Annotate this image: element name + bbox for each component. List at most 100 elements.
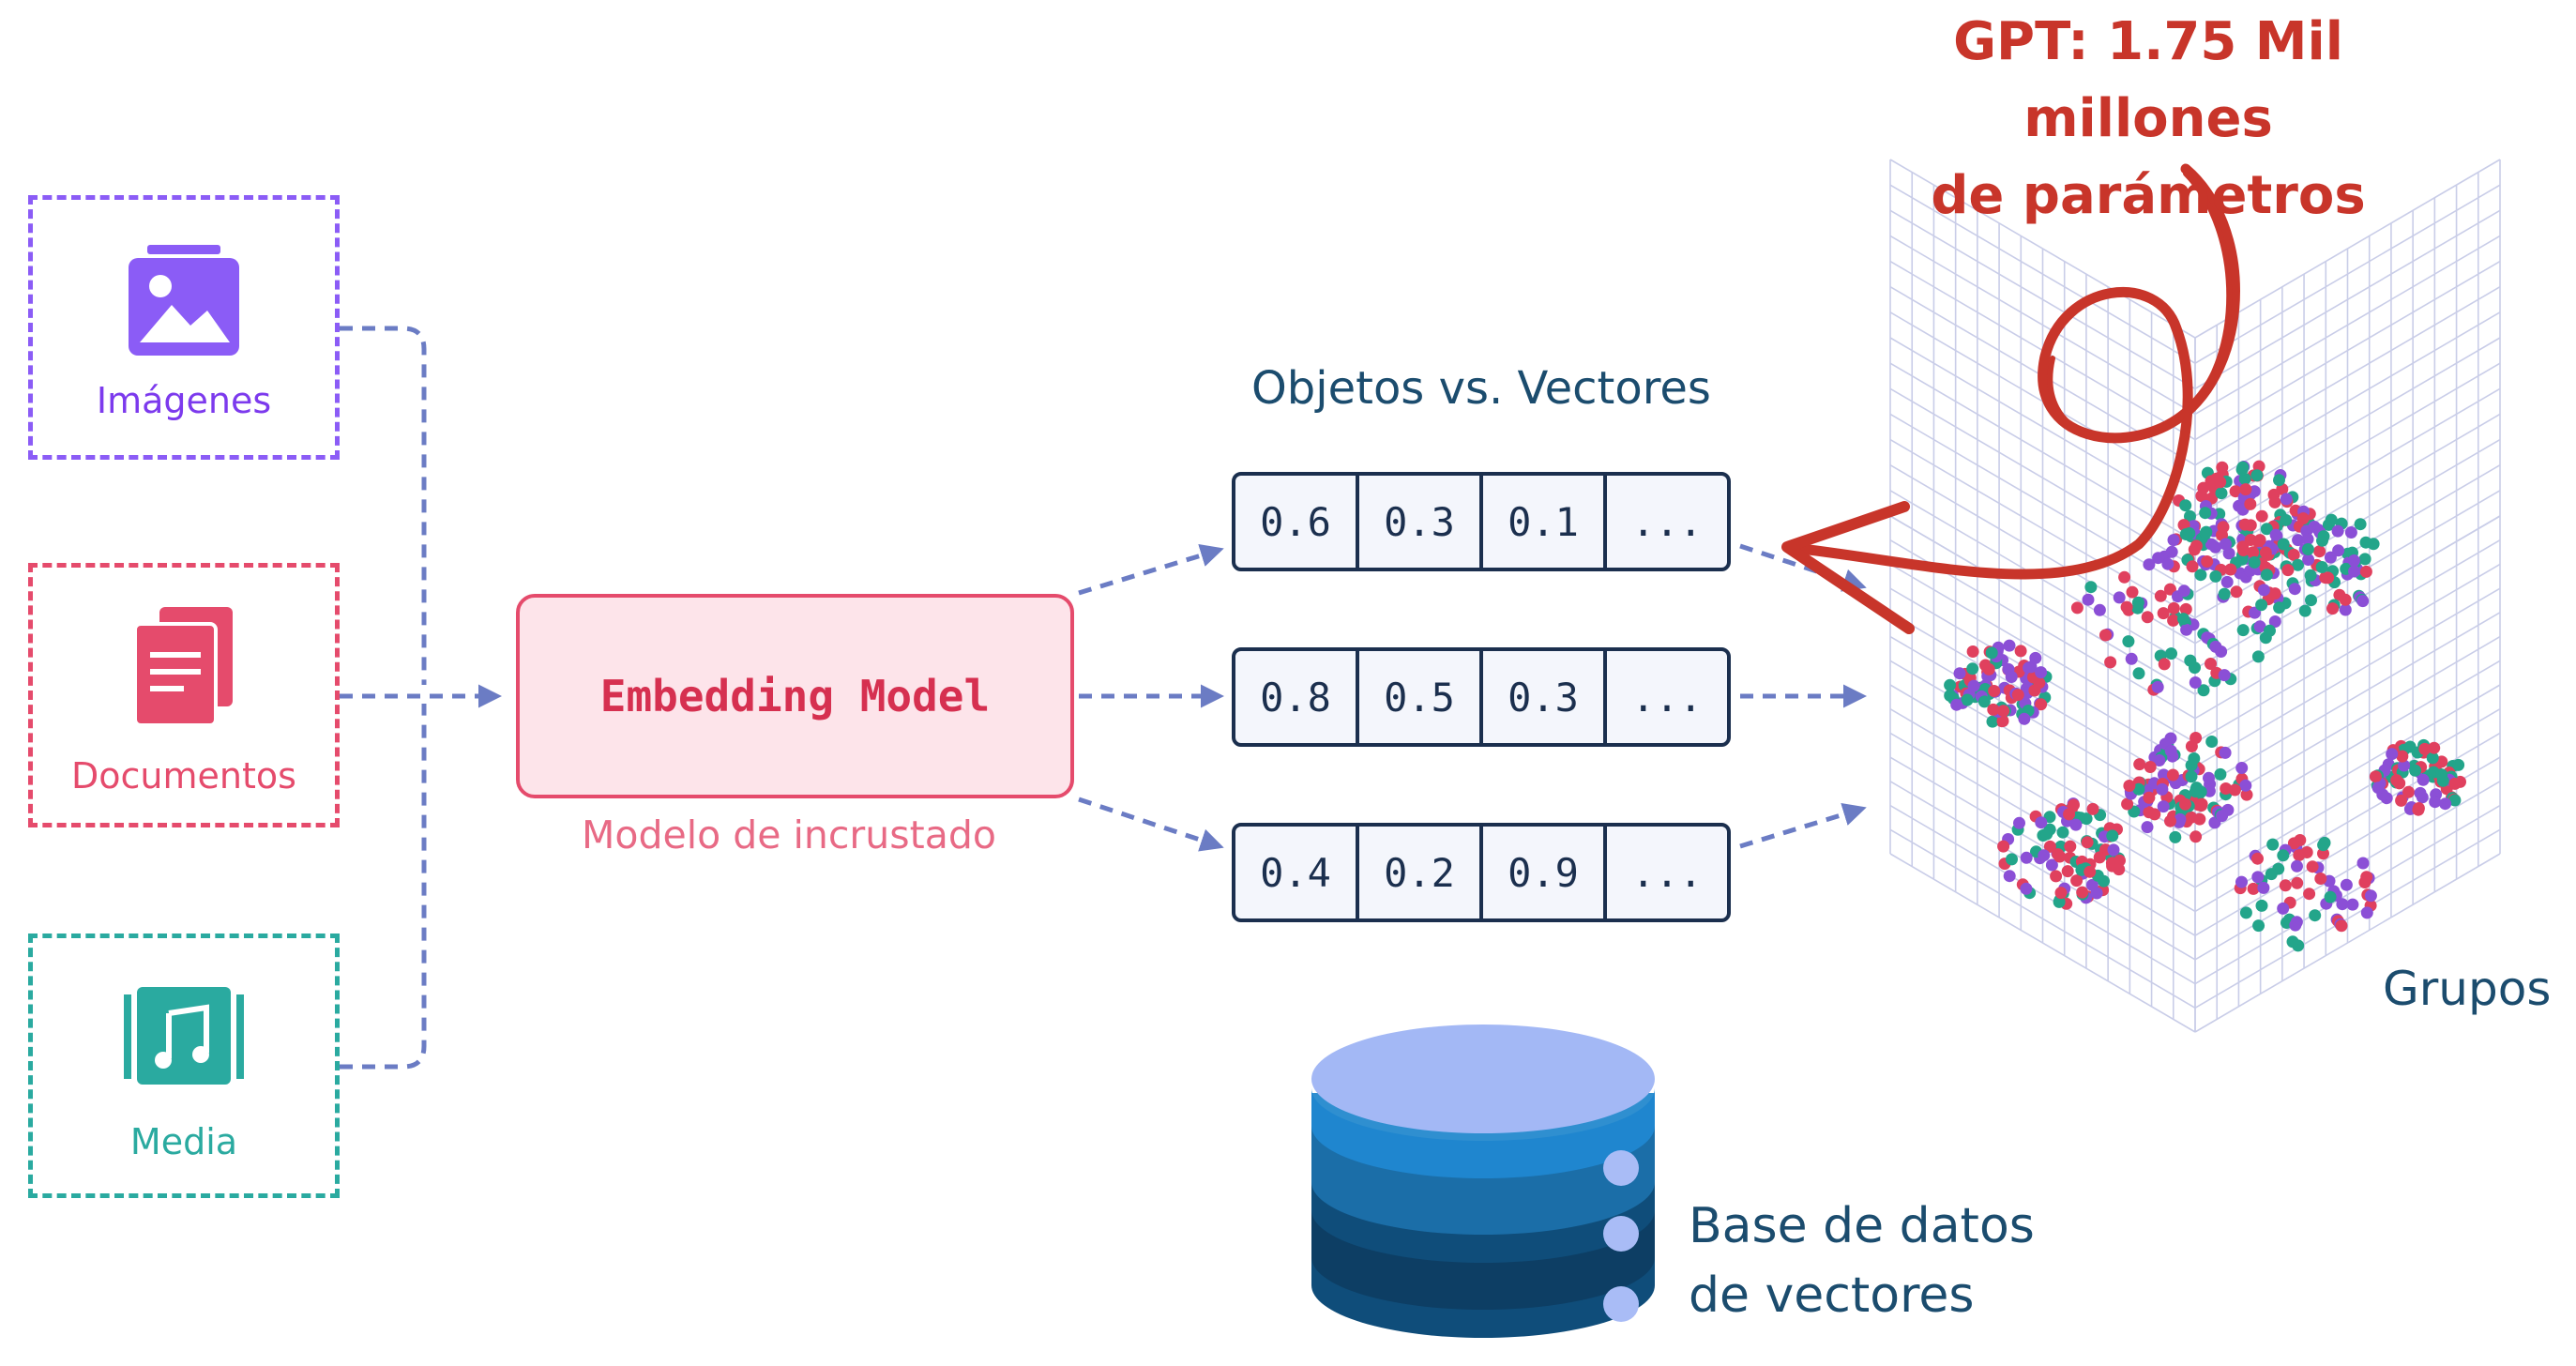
cluster-point bbox=[2214, 767, 2227, 781]
cluster-point bbox=[1985, 646, 1998, 660]
source-documents-box[interactable]: Documentos bbox=[28, 563, 340, 827]
cluster-point bbox=[2126, 585, 2139, 599]
cluster-point bbox=[2247, 882, 2260, 895]
cluster-point bbox=[2228, 783, 2241, 797]
clusters-label: Grupos bbox=[2383, 962, 2552, 1016]
cluster-point bbox=[2098, 874, 2110, 888]
cluster-point bbox=[2277, 538, 2290, 551]
cluster-point bbox=[2179, 602, 2192, 615]
grid-line bbox=[2194, 708, 2501, 888]
cluster-point bbox=[2056, 826, 2069, 839]
cluster-point bbox=[2402, 785, 2415, 798]
cluster-point bbox=[2257, 584, 2270, 597]
vector-row[interactable]: 0.4 0.2 0.9 ... bbox=[1232, 823, 1731, 922]
cluster-point bbox=[2179, 528, 2192, 540]
cluster-point bbox=[2220, 782, 2233, 795]
cluster-point bbox=[2158, 658, 2171, 671]
vector-to-cluster-arrows bbox=[1739, 543, 1867, 849]
cluster-point bbox=[2251, 871, 2265, 884]
cluster-point bbox=[2050, 870, 2063, 883]
database-label: Base de datos de vectores bbox=[1689, 1191, 2035, 1330]
grid-line bbox=[1889, 781, 2196, 961]
cluster-point bbox=[2279, 879, 2292, 892]
grid-line bbox=[2194, 286, 2501, 466]
cluster-point bbox=[2250, 469, 2264, 482]
cluster-point bbox=[2248, 555, 2261, 569]
cluster-point bbox=[2286, 935, 2299, 949]
cluster-point bbox=[2082, 593, 2095, 606]
grid-line bbox=[2194, 804, 2501, 985]
cluster-point bbox=[2288, 583, 2301, 596]
vector-row[interactable]: 0.6 0.3 0.1 ... bbox=[1232, 472, 1731, 571]
cluster-point bbox=[2189, 676, 2202, 689]
cluster-point bbox=[2298, 604, 2311, 617]
cluster-point bbox=[2158, 768, 2170, 782]
cluster-point bbox=[2070, 601, 2084, 615]
cluster-point bbox=[2070, 874, 2084, 888]
vector-cell: 0.2 bbox=[1359, 827, 1483, 918]
cluster-point bbox=[1988, 685, 2001, 697]
cluster-point bbox=[2396, 750, 2409, 763]
cluster-point bbox=[2104, 656, 2117, 669]
cluster-point bbox=[2287, 548, 2300, 561]
cluster-point bbox=[2260, 523, 2273, 536]
grid-line bbox=[1889, 708, 2196, 888]
cluster-point bbox=[2216, 461, 2229, 474]
cluster-point bbox=[2265, 868, 2278, 881]
source-media-box[interactable]: Media bbox=[28, 933, 340, 1198]
cluster-point bbox=[2163, 583, 2176, 596]
vector-cell: 0.9 bbox=[1483, 827, 1607, 918]
source-images-box[interactable]: Imágenes bbox=[28, 195, 340, 460]
cluster-point bbox=[2020, 851, 2033, 864]
cluster-point bbox=[2219, 746, 2232, 759]
gpt-annotation: GPT: 1.75 Mil millones de parámetros bbox=[1820, 4, 2477, 235]
cluster-point bbox=[2193, 812, 2206, 826]
connector-images bbox=[340, 326, 427, 685]
cluster-point bbox=[2040, 827, 2053, 841]
cluster-point bbox=[2305, 594, 2317, 607]
cluster-point bbox=[2448, 794, 2462, 807]
cluster-point bbox=[2239, 779, 2252, 792]
cluster-point bbox=[2268, 495, 2281, 508]
cluster-point bbox=[2335, 919, 2348, 933]
cluster-point bbox=[2259, 546, 2272, 559]
cluster-point bbox=[2184, 509, 2196, 523]
vector-cell: ... bbox=[1631, 674, 1703, 721]
cluster-point bbox=[2122, 635, 2135, 648]
cluster-point bbox=[2386, 748, 2399, 761]
grid-line bbox=[1889, 853, 2196, 1033]
vector-cell: 0.6 bbox=[1235, 476, 1359, 568]
cluster-point bbox=[2113, 591, 2126, 604]
cluster-point bbox=[2107, 843, 2120, 857]
cluster-point bbox=[2086, 802, 2099, 815]
cluster-point bbox=[2218, 587, 2231, 600]
cluster-point bbox=[2209, 540, 2222, 554]
embedding-model-title: Embedding Model bbox=[599, 671, 991, 721]
cluster-point bbox=[2143, 806, 2156, 819]
cluster-point bbox=[2224, 563, 2237, 576]
cluster-point bbox=[2412, 803, 2425, 816]
arrow-to-vector-3 bbox=[1078, 797, 1224, 852]
cluster-point bbox=[2281, 564, 2295, 577]
cluster-point bbox=[2205, 658, 2217, 670]
arrow-to-vector-1 bbox=[1078, 543, 1224, 596]
cluster-point bbox=[2185, 770, 2198, 783]
cluster-point bbox=[1986, 715, 1999, 728]
cluster-point bbox=[2348, 565, 2361, 578]
cluster-point bbox=[1997, 705, 2010, 718]
cluster-point bbox=[2152, 552, 2165, 565]
cluster-point bbox=[2340, 878, 2353, 891]
cluster-point bbox=[2069, 818, 2083, 831]
cluster-point bbox=[2273, 601, 2286, 615]
cluster-point bbox=[2253, 534, 2266, 547]
vector-row[interactable]: 0.8 0.5 0.3 ... bbox=[1232, 647, 1731, 747]
cluster-point bbox=[2277, 902, 2290, 915]
grid-line bbox=[2194, 781, 2501, 961]
embedding-model-box[interactable]: Embedding Model bbox=[516, 594, 1074, 798]
cluster-point bbox=[2153, 754, 2166, 766]
cluster-point bbox=[2239, 483, 2252, 496]
vector-database-icon bbox=[1311, 1024, 1655, 1338]
cluster-point bbox=[2251, 852, 2264, 865]
cluster-point bbox=[2268, 615, 2281, 628]
cluster-point bbox=[2013, 816, 2025, 829]
